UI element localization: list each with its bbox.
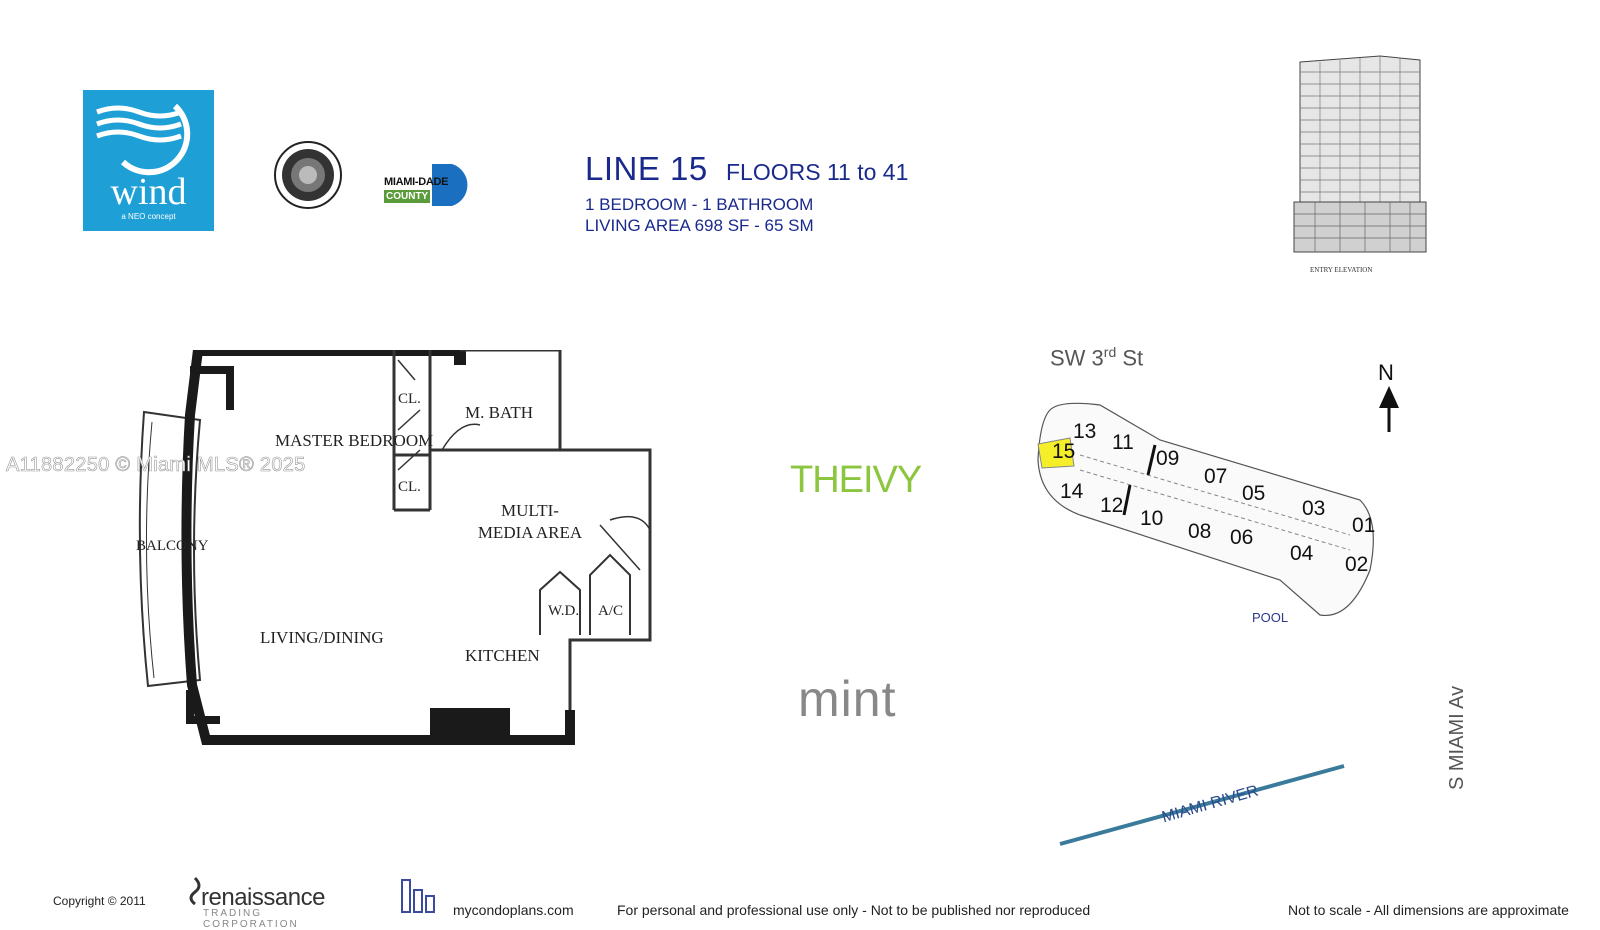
unit-05-label: 05 [1242, 482, 1266, 505]
miami-dade-label: MIAMI-DADE [384, 176, 449, 188]
room-washer-dryer: W.D. [548, 603, 580, 619]
mint-logo: mint [798, 671, 897, 727]
the-ivy-logo: THEIVY [790, 455, 930, 505]
unit-10-label: 10 [1140, 507, 1164, 530]
living-area-label: LIVING AREA 698 SF - 65 SM [585, 216, 814, 235]
wind-tagline: a NEO concept [121, 212, 176, 221]
street-ordinal: rd [1103, 344, 1117, 360]
copyright-notice: Copyright © 2011 [53, 894, 146, 908]
miami-river-line [1059, 764, 1345, 846]
floor-plan-walls [138, 350, 652, 745]
unit-09-label: 09 [1156, 447, 1180, 470]
s-miami-avenue-label: S MIAMI Av [1446, 685, 1468, 790]
unit-15-label: 15 [1052, 440, 1076, 463]
county-label: COUNTY [384, 190, 431, 203]
miami-dade-logo: MIAMI-DADE COUNTY [382, 162, 482, 208]
mycondoplans-building-icon [401, 879, 435, 913]
mycondoplans-link[interactable]: mycondoplans.com [453, 902, 574, 918]
unit-14-label: 14 [1060, 480, 1084, 503]
street-label: SW 3rd St [1050, 344, 1143, 371]
renaissance-logo: renaissance TRADING CORPORATION [185, 872, 355, 930]
unit-13-label: 13 [1073, 420, 1097, 443]
unit-04-label: 04 [1290, 542, 1314, 565]
mls-watermark: A11882250 © Miami MLS® 2025 [6, 454, 306, 477]
bed-bath-label: 1 BEDROOM - 1 BATHROOM [585, 195, 814, 214]
unit-02-label: 02 [1345, 553, 1369, 576]
unit-07-label: 07 [1204, 465, 1228, 488]
room-closet-2: CL. [398, 479, 421, 495]
miami-dade-d-icon [432, 164, 468, 206]
line-title: LINE 15 [585, 150, 708, 187]
room-closet-1: CL. [398, 391, 421, 407]
wind-wave-icon [96, 103, 191, 176]
renaissance-wordmark: renaissance [201, 884, 325, 911]
elevation-caption: ENTRY ELEVATION [1310, 266, 1373, 274]
usage-notice: For personal and professional use only -… [617, 902, 1091, 918]
renaissance-subtitle: TRADING CORPORATION [203, 908, 299, 930]
ivy-wordmark: THEIVY [790, 459, 922, 501]
pool-label: POOL [1252, 610, 1289, 625]
highlighted-unit-shape [1037, 437, 1075, 469]
unit-08-label: 08 [1188, 520, 1212, 543]
room-living-dining: LIVING/DINING [260, 628, 384, 647]
room-balcony: BALCONY [136, 538, 209, 554]
room-multimedia: MULTI-MEDIA AREA [477, 501, 583, 542]
street-name: SW 3 [1050, 345, 1104, 371]
site-map [1037, 402, 1374, 617]
unit-11-label: 11 [1112, 431, 1134, 454]
unit-03-label: 03 [1302, 497, 1326, 520]
wind-wordmark: wind [110, 171, 187, 213]
renaissance-swirl-icon [189, 876, 201, 906]
north-arrow-icon [1379, 386, 1399, 432]
building-elevation-image [1293, 55, 1427, 253]
floors-range: FLOORS 11 to 41 [726, 159, 909, 185]
room-master-bath: M. BATH [465, 403, 534, 422]
wind-logo: wind a NEO concept [83, 90, 214, 231]
unit-01-label: 01 [1352, 514, 1376, 537]
north-label: N [1378, 360, 1394, 385]
unit-06-label: 06 [1230, 526, 1254, 549]
city-of-miami-seal-icon [274, 141, 342, 209]
room-master-bedroom: MASTER BEDROOM [275, 431, 434, 450]
room-ac: A/C [598, 603, 624, 619]
street-suffix: St [1122, 345, 1144, 371]
floor-plan: MASTER BEDROOM CL. CL. M. BATH MULTI-MED… [130, 350, 690, 770]
unit-12-label: 12 [1100, 494, 1124, 517]
scale-notice: Not to scale - All dimensions are approx… [1288, 902, 1569, 918]
room-kitchen: KITCHEN [465, 646, 540, 665]
